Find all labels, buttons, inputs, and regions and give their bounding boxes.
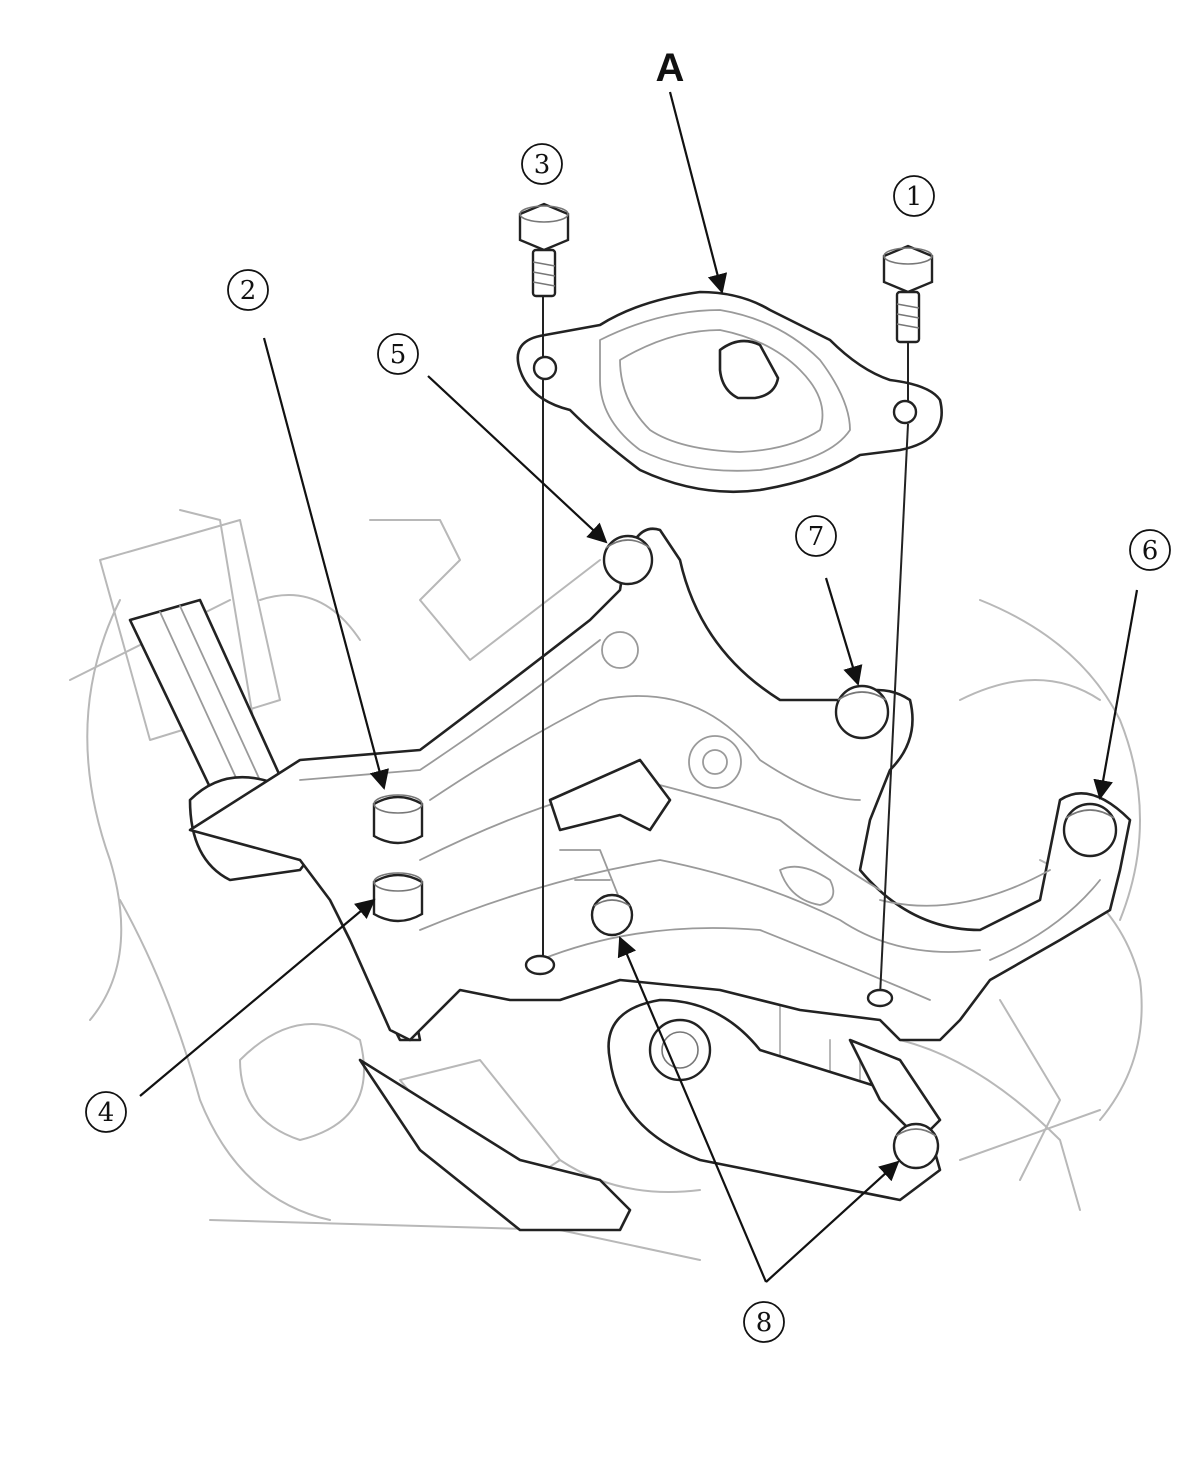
bolt-guide-lines — [524, 296, 909, 1008]
bolt-3 — [518, 202, 570, 298]
callout-4-label: 4 — [98, 1098, 115, 1128]
callout-8: 8 — [743, 1301, 785, 1343]
nut-5 — [602, 534, 654, 586]
nut-8-lower — [892, 1122, 940, 1170]
leader-lines — [139, 91, 1139, 1283]
callout-6: 6 — [1129, 529, 1171, 571]
callout-2-label: 2 — [240, 276, 257, 306]
callout-2: 2 — [227, 269, 269, 311]
callout-7-label: 7 — [808, 522, 825, 552]
callout-3-label: 3 — [534, 150, 551, 180]
callout-6-label: 6 — [1142, 536, 1159, 566]
bolt-2 — [372, 794, 424, 845]
nut-6 — [1062, 802, 1118, 858]
bolt-4 — [372, 872, 424, 923]
cover-plate-a — [516, 290, 943, 494]
nut-7 — [834, 684, 890, 740]
callout-4: 4 — [85, 1091, 127, 1133]
callout-1-label: 1 — [906, 182, 923, 212]
nut-8-upper — [590, 893, 634, 937]
bolt-1 — [882, 244, 934, 344]
main-bracket — [188, 527, 1132, 1042]
label-a: A — [656, 46, 685, 90]
callout-7: 7 — [795, 515, 837, 557]
callout-8-label: 8 — [756, 1308, 773, 1338]
callout-3: 3 — [521, 143, 563, 185]
callout-1: 1 — [893, 175, 935, 217]
callout-5-label: 5 — [390, 340, 407, 370]
callout-5: 5 — [377, 333, 419, 375]
